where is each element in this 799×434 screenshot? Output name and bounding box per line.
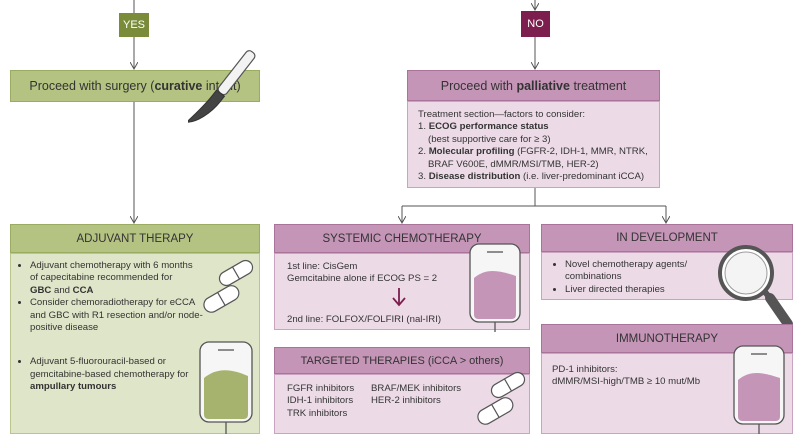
- adjuvant-header: ADJUVANT THERAPY: [10, 224, 260, 253]
- adjuvant-bullet-2: Consider chemoradiotherapy for eCCA and …: [30, 297, 253, 334]
- palliative-label: Proceed with palliative treatment: [440, 78, 627, 93]
- targeted-title: TARGETED THERAPIES (iCCA > others): [300, 354, 504, 367]
- dev-item-2: Liver directed therapies: [565, 284, 782, 296]
- no-tag: NO: [521, 11, 550, 37]
- trk-inhibitors: TRK inhibitors: [287, 407, 348, 419]
- second-line: 2nd line: FOLFOX/FOLFIRI (nal-IRI): [287, 313, 442, 325]
- iv-bag-icon: [199, 341, 253, 434]
- scalpel-icon: [188, 50, 256, 123]
- iv-bag-icon-3: [733, 345, 785, 434]
- factor-1: 1. ECOG performance status: [418, 121, 549, 133]
- dev-item-1: Novel chemotherapy agents/combinations: [565, 259, 782, 284]
- pd1-criteria: dMMR/MSI-high/TMB ≥ 10 mut/Mb: [552, 376, 701, 388]
- targeted-header: TARGETED THERAPIES (iCCA > others): [274, 347, 530, 374]
- factor-3: 3. Disease distribution (i.e. liver-pred…: [418, 171, 645, 183]
- yes-label: YES: [122, 19, 145, 31]
- her2-inhibitors: HER-2 inhibitors: [371, 395, 441, 407]
- adjuvant-bullet-1: Adjuvant chemotherapy with 6 months of c…: [30, 260, 253, 297]
- no-label: NO: [527, 18, 544, 30]
- magnifier-icon: [718, 245, 793, 329]
- factor-2-sub: BRAF V600E, dMMR/MSI/TMB, HER-2): [428, 158, 599, 170]
- gem-alone: Gemcitabine alone if ECOG PS = 2: [287, 273, 438, 285]
- palliative-header: Proceed with palliative treatment: [407, 70, 660, 101]
- adjuvant-title: ADJUVANT THERAPY: [76, 232, 194, 245]
- arrow-down-icon: [392, 288, 406, 307]
- factor-2: 2. Molecular profiling (FGFR-2, IDH-1, M…: [418, 146, 648, 158]
- factors-intro: Treatment section—factors to consider:: [418, 109, 586, 120]
- factor-1-sub: (best supportive care for ≥ 3): [428, 133, 551, 145]
- immuno-title: IMMUNOTHERAPY: [615, 332, 719, 345]
- first-line: 1st line: CisGem: [287, 261, 358, 272]
- pills-icon-2: [477, 371, 526, 425]
- palliative-factors: Treatment section—factors to consider: 1…: [407, 101, 660, 188]
- pd1-label: PD-1 inhibitors:: [552, 364, 618, 375]
- adjuvant-bullet-3: Adjuvant 5-fluorouracil-based or gemcita…: [30, 356, 253, 393]
- iv-bag-icon-2: [469, 243, 521, 332]
- fgfr-inhibitors: FGFR inhibitors: [287, 383, 355, 394]
- pills-icon: [203, 259, 254, 313]
- idh1-inhibitors: IDH-1 inhibitors: [287, 395, 354, 407]
- targeted-col-2: BRAF/MEK inhibitors HER-2 inhibitors: [371, 383, 461, 408]
- targeted-col-1: FGFR inhibitors IDH-1 inhibitors TRK inh…: [287, 383, 354, 420]
- yes-tag: YES: [119, 13, 149, 37]
- systemic-title: SYSTEMIC CHEMOTHERAPY: [322, 232, 482, 245]
- braf-mek-inhibitors: BRAF/MEK inhibitors: [371, 383, 462, 394]
- development-title: IN DEVELOPMENT: [616, 232, 718, 244]
